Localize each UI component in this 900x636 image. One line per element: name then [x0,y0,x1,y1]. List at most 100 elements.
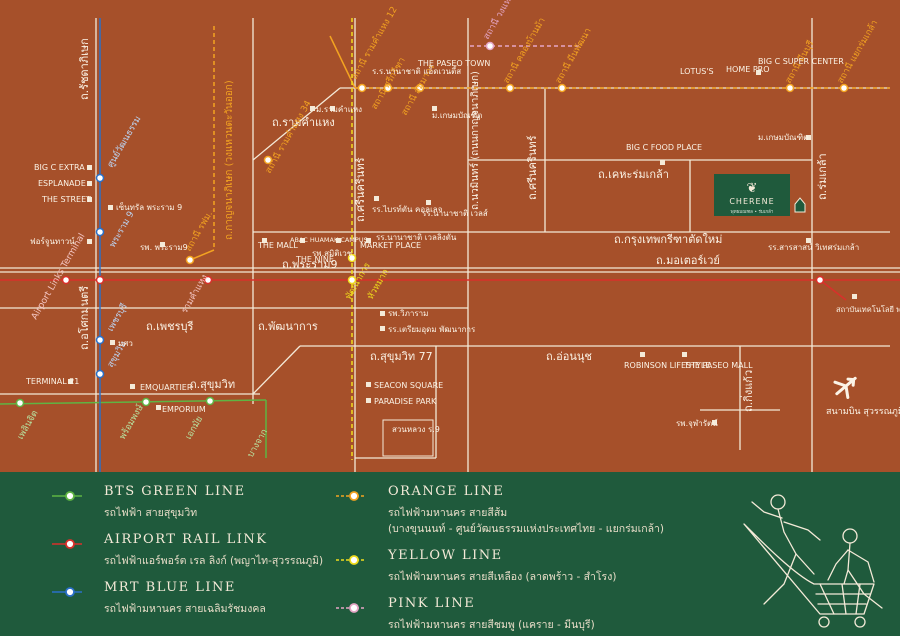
station-marker [205,396,215,406]
cherene-tagline: พุทธมณฑล • ร่มเกล้า [731,209,774,215]
station-marker [95,275,105,285]
stations [15,41,849,408]
poi-marker [262,238,267,243]
poi-marker [380,311,385,316]
place-label: เซ็นทรัล พระราม 9 [116,202,182,212]
poi-marker [68,379,73,384]
poi-marker [366,398,371,403]
legend-subtitle-2: (บางขุนนนท์ - ศูนย์วัฒนธรรมแห่งประเทศไทย… [388,523,665,535]
place-label: BIG C FOOD PLACE [626,143,702,152]
place-label: รพ. พระราม9 [140,243,188,252]
legend-title: AIRPORT RAIL LINK [104,532,268,547]
cherene-name: CHERENE [729,197,774,206]
place-label: HOME PRO [726,65,770,74]
orange-line-swatch [336,491,366,501]
poi-markers [68,70,857,457]
poi-marker [806,135,811,140]
road-labels: ถ.รามคำแหง ถ.พระราม9 ถ.มอเตอร์เวย์ ถ.กรุ… [146,116,722,391]
road-label: ถ.มอเตอร์เวย์ [656,254,720,267]
poi-marker [156,405,161,410]
place-label: BIG C SUPER CENTER [758,57,844,66]
place-label: BIG C EXTRA [34,163,85,172]
cherene-logo-icon: ❦ [747,181,758,196]
road-label: ถ.พระราม9 [282,258,338,271]
place-label: MARKET PLACE [360,241,421,250]
poi-marker [87,181,92,186]
mrt-line-swatch [52,587,82,597]
place-label: THE MALL [257,241,298,250]
place-label: สวนหลวง ร.9 [392,425,440,434]
station-marker [839,83,849,93]
place-label: LOTUS'S [680,67,714,76]
bts-line-swatch [52,491,82,501]
poi-marker [426,200,431,205]
bts-green-line [0,399,267,405]
place-label: มศว [118,339,133,348]
station-marker [185,255,195,265]
station-marker [505,83,515,93]
place-label: THE PASEO TOWN [417,59,490,68]
place-label: สถาบันเทคโนโลยี พระจอมเกล้า ลาดกระบัง [836,305,900,314]
place-label: ม.รามคำแหง [316,105,362,114]
poi-marker [87,239,92,244]
station-marker [95,335,105,345]
road-label: ถ.กรุงเทพกรีฑาตัดใหม่ [614,233,722,246]
station-marker [785,83,795,93]
legend-title: MRT BLUE LINE [104,580,236,595]
place-label: รร.นานาชาติ เวลลิงตัน [376,233,457,242]
poi-marker [640,352,645,357]
poi-marker [756,70,761,75]
place-label: SEACON SQUARE [374,381,443,390]
place-label: EMQUARTIER [140,383,193,392]
poi-marker [806,238,811,243]
legend-title: ORANGE LINE [388,484,505,499]
road-label: ถ.รัชดาภิเษก [78,38,91,100]
poi-marker [300,238,305,243]
poi-marker [374,196,379,201]
place-labels: BIG C EXTRA ESPLANADE THE STREET เซ็นทรั… [25,57,900,434]
orange-line-diag [329,35,356,89]
poi-marker [366,382,371,387]
place-label: THE PASEO MALL [683,361,753,370]
place-label: รร.ไบรท์ตัน คอลเลจ [372,204,443,214]
legend-subtitle: รถไฟฟ้ามหานคร สายเฉลิมรัชมงคล [104,603,266,615]
road-label: ถ.เคหะร่มเกล้า [598,168,669,181]
legend-title: YELLOW LINE [388,548,503,563]
place-label: PARADISE PARK [374,397,437,406]
legend-subtitle: รถไฟฟ้ามหานคร สายสีส้ม [388,507,508,519]
poi-marker [852,294,857,299]
place-label: TERMINAL 21 [25,377,79,386]
station-marker [557,83,567,93]
station-marker [263,155,273,165]
location-map: ถ.รามคำแหง ถ.พระราม9 ถ.มอเตอร์เวย์ ถ.กรุ… [0,0,900,472]
road-label: ถ.ศรีนครินทร์ [526,135,539,200]
road-label: ถ.ร่มเกล้า [816,153,829,200]
place-label: ม.เกษมบัณฑิต [432,111,482,120]
station-marker [15,398,25,408]
place-label: THE NINE [295,255,334,264]
legend-subtitle: รถไฟฟ้าแอร์พอร์ต เรล ลิงก์ (พญาไท-สุวรรณ… [104,555,324,567]
station-marker [95,173,105,183]
arl-line-swatch [52,539,82,549]
place-label: รร.นานาชาติ เวลส์ [422,208,488,218]
yellow-line-swatch [336,555,366,565]
poi-marker [110,340,115,345]
place-label: รพ.วิภาราม [388,309,428,318]
poi-marker [432,106,437,111]
place-label: รร.เตรียมอุดม พัฒนาการ [388,325,476,334]
station-marker [815,275,825,285]
poi-marker [682,352,687,357]
road-ramkhamhaeng [252,87,341,161]
legend-subtitle: รถไฟฟ้า สายสุขุมวิท [104,507,198,519]
place-label: EMPORIUM [162,405,206,414]
station-marker [383,83,393,93]
place-label: ABAC HUAMAK CAMPUS [290,236,368,244]
location-pin-icon [794,197,806,213]
road-labels-vertical: ถ.รัชดาภิเษก ถ.อโศกมนตรี ถ.ศรีนครินทร์ ถ… [77,38,829,412]
place-label: THE STREET [41,195,91,204]
station-marker [485,41,495,51]
airplane-icon [833,376,857,400]
road-label: ถ.อ่อนนุช [546,350,592,363]
station-marker [141,397,151,407]
